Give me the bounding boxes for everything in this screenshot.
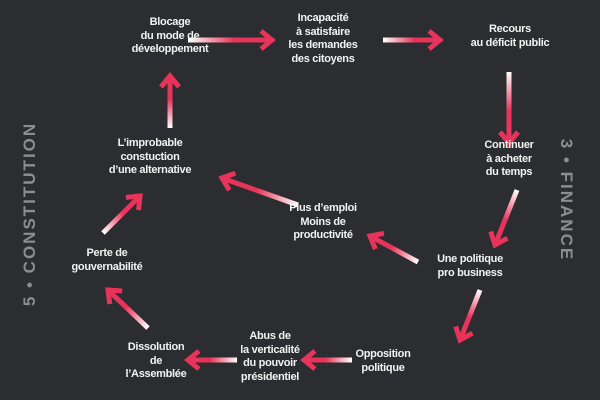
arrow-shaft	[223, 176, 299, 208]
cycle-arrow	[218, 170, 299, 208]
arrow-head-icon	[488, 230, 509, 249]
arrow-head-icon	[300, 349, 317, 371]
cycle-arrow	[366, 230, 420, 265]
arrow-head-icon	[498, 130, 520, 147]
arrow-shaft	[370, 234, 420, 265]
arrow-head-icon	[366, 230, 385, 251]
arrow-head-icon	[159, 72, 181, 89]
arrow-shaft	[458, 289, 483, 340]
cycle-arrow	[188, 29, 276, 51]
cycle-arrow	[300, 349, 352, 371]
arrow-head-icon	[105, 287, 123, 305]
arrow-shaft	[101, 195, 141, 235]
cycle-arrow	[184, 349, 237, 371]
arrow-head-icon	[125, 193, 143, 211]
cycle-arrow	[488, 189, 520, 249]
cycle-arrow	[453, 289, 483, 344]
arrow-head-icon	[427, 29, 444, 51]
arrow-shaft	[493, 189, 520, 245]
arrow-head-icon	[184, 349, 201, 371]
cycle-arrow	[159, 72, 181, 128]
arrow-shaft	[107, 289, 150, 330]
arrow-head-icon	[259, 29, 276, 51]
cycle-arrow	[383, 29, 444, 51]
arrow-head-icon	[453, 325, 474, 344]
cycle-arrow	[498, 72, 520, 147]
arrow-head-icon	[218, 170, 237, 192]
cycle-arrow	[101, 193, 143, 235]
side-label-constitution: 5 • CONSTITUTION	[20, 121, 39, 307]
cycle-arrow	[105, 287, 150, 330]
side-label-finance: 3 • FINANCE	[557, 138, 576, 262]
